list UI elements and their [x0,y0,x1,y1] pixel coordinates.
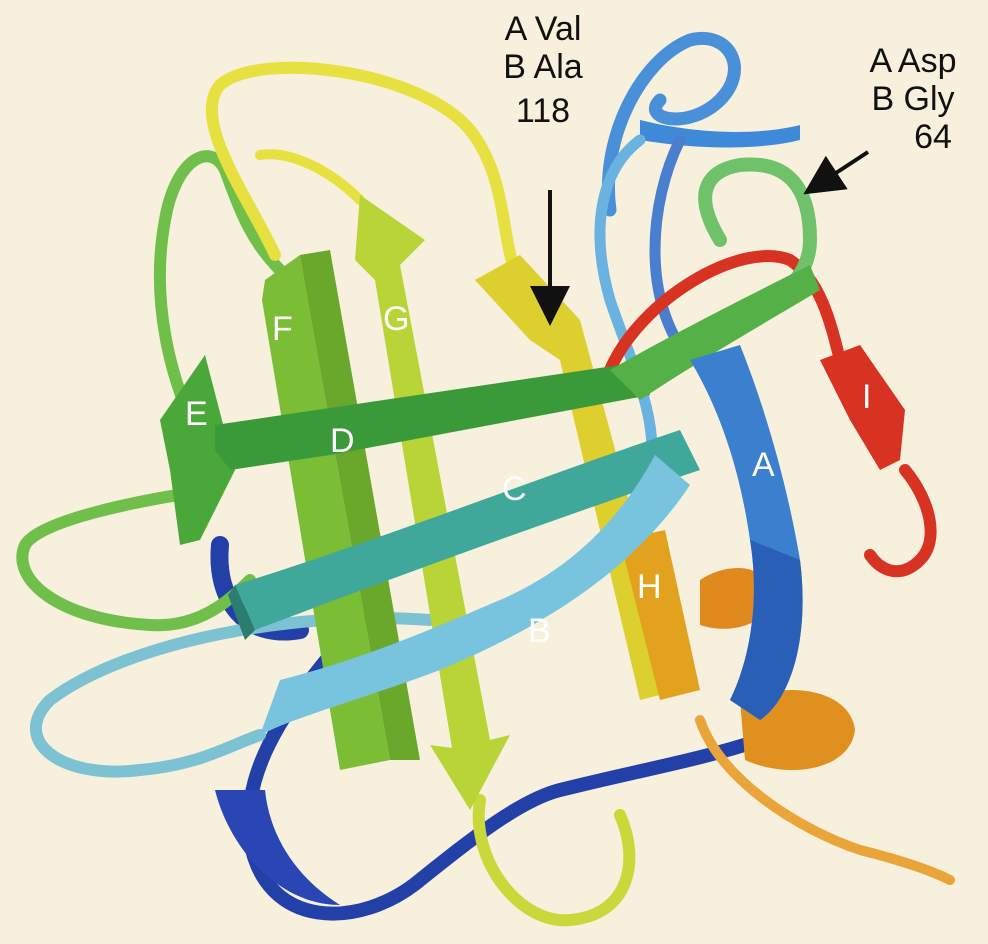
annotation-64-line3: 64 [840,118,986,156]
annotation-118-line3: 118 [468,92,618,130]
loop-yellow-top-inner [260,154,360,200]
loop-lightblue-descend [600,140,652,470]
strand-label-G: G [383,300,409,338]
strand-label-H: H [637,568,662,606]
strand-label-D: D [330,422,355,460]
loop-blue-right [655,140,690,360]
annotation-64-line1: A Asp [840,42,986,80]
strand-label-F: F [272,310,293,348]
annotation-residue-64: A Asp B Gly 64 [840,42,986,156]
strand-label-A: A [752,446,775,484]
strand-label-I: I [862,378,871,416]
strand-label-C: C [502,470,527,508]
annotation-118-line2: B Ala [468,48,618,86]
loop-red-tail [870,470,931,571]
annotation-118-line1: A Val [468,10,618,48]
annotation-64-line2: B Gly [840,80,986,118]
strand-label-B: B [528,612,551,650]
strand-label-E: E [185,395,208,433]
arrow-64 [810,152,868,190]
annotation-residue-118: A Val B Ala 118 [468,10,618,130]
